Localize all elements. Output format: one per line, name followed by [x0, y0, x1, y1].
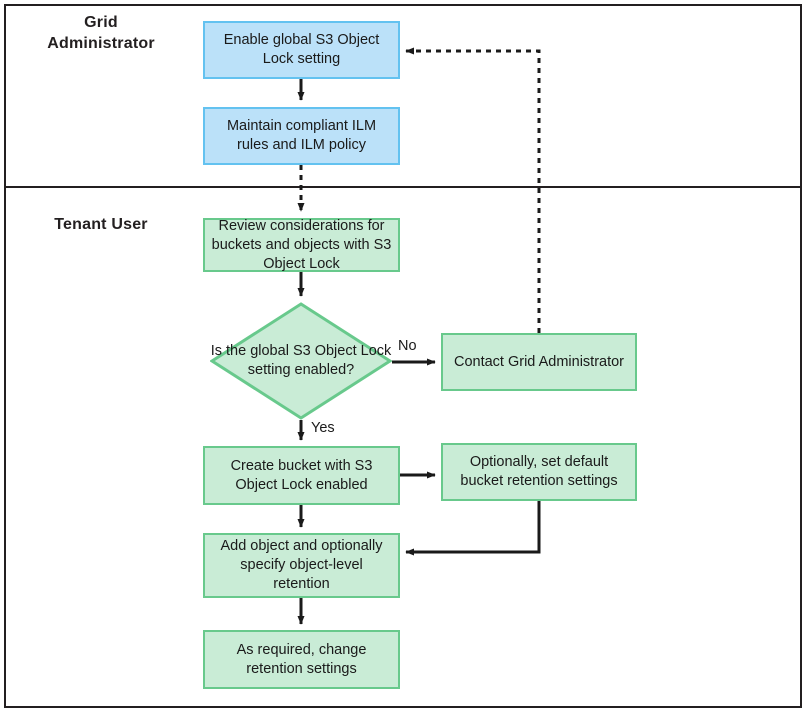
edge-label-yes: Yes [311, 420, 335, 436]
node-create-bucket[interactable]: Create bucket with S3 Object Lock enable… [203, 446, 400, 505]
node-create-bucket-label: Create bucket with S3 Object Lock enable… [230, 457, 373, 493]
node-review-considerations[interactable]: Review considerations for buckets and ob… [203, 218, 400, 272]
node-set-default-bucket-retention[interactable]: Optionally, set default bucket retention… [441, 443, 637, 501]
lane-divider [4, 186, 802, 188]
node-change-retention-settings[interactable]: As required, change retention settings [203, 630, 400, 689]
node-review-considerations-label: Review considerations for buckets and ob… [211, 217, 392, 272]
edge-label-no: No [398, 338, 417, 354]
node-contact-grid-administrator-label: Contact Grid Administrator [453, 353, 625, 370]
swimlane-frame [4, 4, 802, 708]
node-maintain-compliant-ilm-label: Maintain compliant ILM rules and ILM pol… [226, 118, 377, 153]
node-add-object[interactable]: Add object and optionally specify object… [203, 533, 400, 598]
node-change-retention-settings-label: As required, change retention settings [236, 641, 367, 677]
node-add-object-label: Add object and optionally specify object… [220, 538, 383, 592]
node-is-global-setting-enabled-label: Is the global S3 Object Lock setting ena… [210, 343, 392, 378]
lane-title-grid-administrator: Grid Administrator [8, 12, 194, 54]
node-set-default-bucket-retention-label: Optionally, set default bucket retention… [460, 454, 618, 489]
node-is-global-setting-enabled[interactable]: Is the global S3 Object Lock setting ena… [210, 302, 392, 420]
lane-title-tenant-user: Tenant User [54, 216, 148, 233]
node-enable-global-s3-object-lock-label: Enable global S3 Object Lock setting [223, 32, 380, 67]
node-contact-grid-administrator[interactable]: Contact Grid Administrator [441, 333, 637, 391]
node-enable-global-s3-object-lock[interactable]: Enable global S3 Object Lock setting [203, 21, 400, 79]
lane-title-grid-administrator-line1: Grid [84, 14, 118, 31]
node-maintain-compliant-ilm[interactable]: Maintain compliant ILM rules and ILM pol… [203, 107, 400, 165]
lane-title-grid-administrator-line2: Administrator [47, 35, 155, 52]
decision-diamond-shape [210, 302, 392, 420]
